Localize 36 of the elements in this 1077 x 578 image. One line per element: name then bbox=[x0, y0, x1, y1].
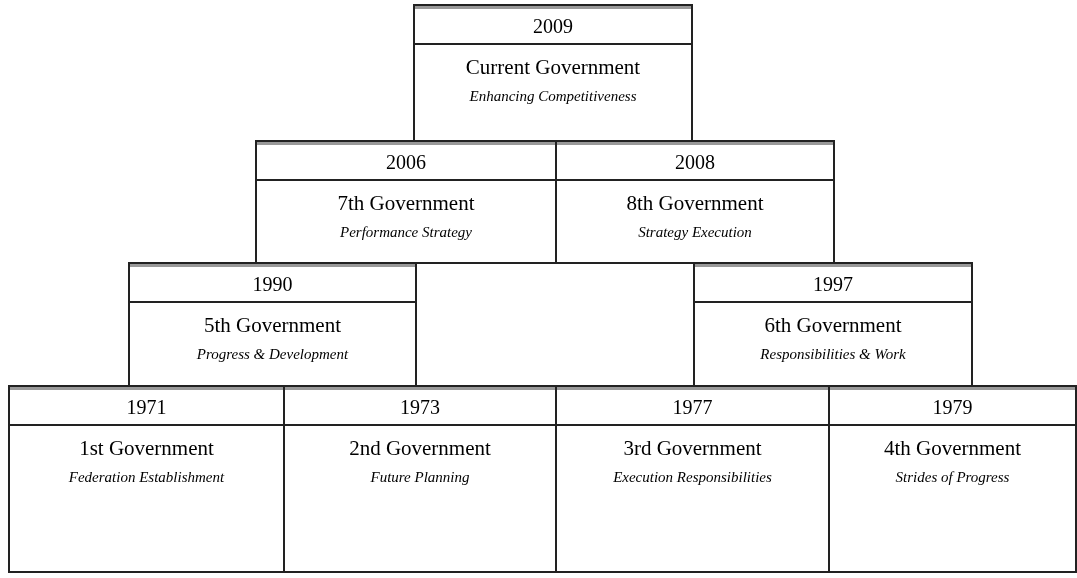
government-box bbox=[8, 385, 285, 573]
government-motto: Strategy Execution bbox=[638, 224, 752, 241]
year-header: 1979 bbox=[830, 387, 1075, 426]
government-name: 6th Government bbox=[764, 313, 902, 338]
year-header: 1977 bbox=[557, 387, 828, 426]
government-motto: Enhancing Competitiveness bbox=[469, 88, 637, 105]
government-motto: Federation Establishment bbox=[68, 469, 225, 486]
government-name: 2nd Government bbox=[349, 436, 491, 461]
year-header: 1997 bbox=[695, 264, 971, 303]
government-box bbox=[828, 385, 1077, 573]
year-header: 2009 bbox=[415, 6, 691, 45]
government-motto: Strides of Progress bbox=[895, 469, 1010, 486]
government-name: 3rd Government bbox=[623, 436, 762, 461]
government-name: 4th Government bbox=[883, 436, 1022, 461]
government-name: 5th Government bbox=[203, 313, 342, 338]
year-header: 1973 bbox=[285, 387, 555, 426]
government-name: 1st Government bbox=[79, 436, 214, 461]
government-box bbox=[255, 140, 557, 264]
year-header: 2008 bbox=[557, 142, 833, 181]
government-motto: Execution Responsibilities bbox=[613, 469, 772, 486]
government-box bbox=[413, 4, 693, 142]
government-motto: Progress & Development bbox=[196, 346, 349, 363]
government-name: Current Government bbox=[465, 55, 641, 80]
year-header: 2006 bbox=[257, 142, 555, 181]
government-motto: Responsibilities & Work bbox=[760, 346, 906, 363]
year-header: 1990 bbox=[130, 264, 415, 303]
government-box bbox=[693, 262, 973, 387]
government-motto: Future Planning bbox=[370, 469, 470, 486]
year-header: 1971 bbox=[10, 387, 283, 426]
government-box bbox=[555, 385, 830, 573]
government-box bbox=[555, 140, 835, 264]
government-motto: Performance Strategy bbox=[339, 224, 473, 241]
government-name: 8th Government bbox=[626, 191, 764, 216]
government-box bbox=[283, 385, 557, 573]
government-name: 7th Government bbox=[337, 191, 475, 216]
government-box bbox=[128, 262, 417, 387]
